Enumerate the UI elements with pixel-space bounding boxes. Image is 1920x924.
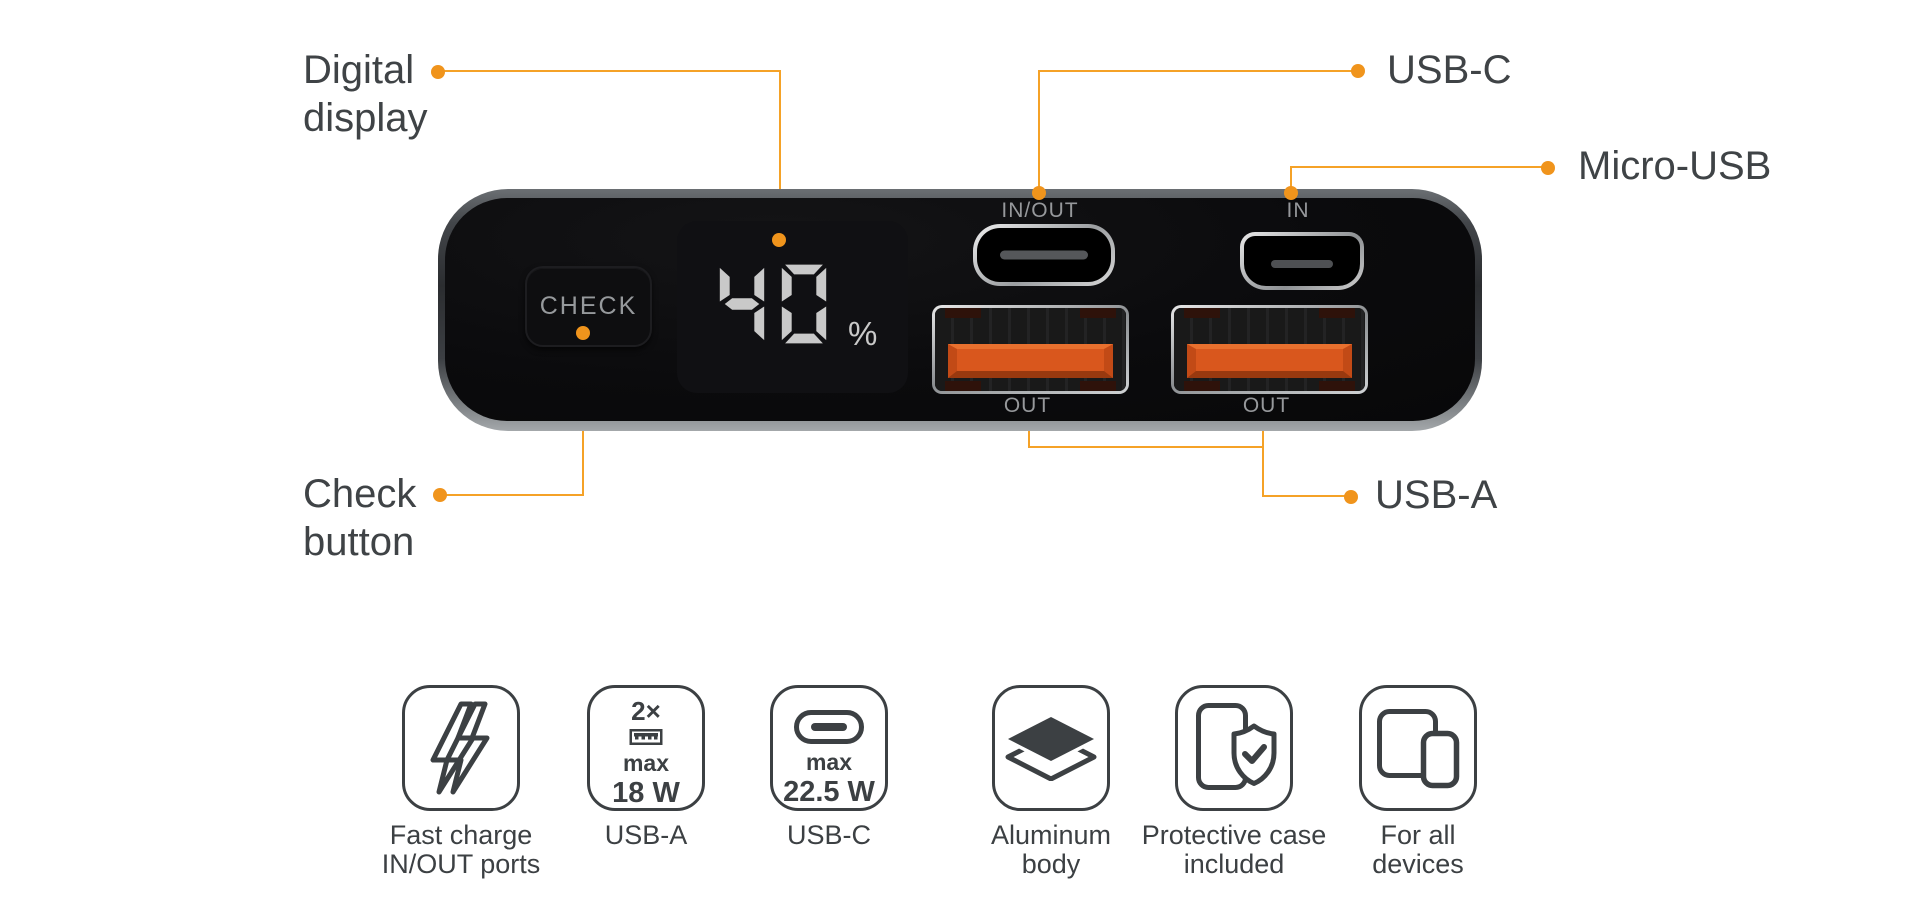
usb-c-slot — [1000, 250, 1088, 260]
feature-label: Aluminum body — [990, 820, 1112, 879]
callout-line-micro-usb-h — [1291, 166, 1548, 168]
callout-dot — [1541, 161, 1555, 175]
usb-a-contact — [945, 308, 981, 318]
feature-box — [1359, 685, 1477, 811]
max-watts: 22.5 W — [783, 776, 875, 808]
usb-a-tongue — [948, 344, 1113, 378]
callout-label-usb-a: USB-A — [1375, 473, 1498, 517]
feature-usb-c: max 22.5 W USB-C — [719, 685, 939, 850]
callout-dot — [1284, 186, 1298, 200]
callout-label-usb-c: USB-C — [1387, 48, 1512, 92]
usb-a-port-2-label: OUT — [1242, 394, 1291, 417]
callout-line-digital-display-v — [779, 70, 781, 240]
callout-dot — [1351, 64, 1365, 78]
callout-line-1: Digital — [303, 48, 415, 92]
feature-box: 2× max 18 W — [587, 685, 705, 811]
feature-box — [1175, 685, 1293, 811]
usb-c-port-label: IN/OUT — [1001, 199, 1079, 222]
callout-label-digital-display: Digital display — [303, 46, 428, 142]
max-watts: 18 W — [612, 777, 680, 809]
feature-protective-case: Protective case included — [1124, 685, 1344, 879]
feature-box — [992, 685, 1110, 811]
shield-check-phone-icon — [1196, 703, 1277, 790]
feature-for-all-devices: For all devices — [1308, 685, 1528, 879]
feature-usb-a: 2× max 18 W USB-A — [536, 685, 756, 850]
layers-icon — [1005, 715, 1097, 781]
usb-a-contact — [1319, 381, 1355, 391]
usb-a-port-1-label: OUT — [1003, 394, 1052, 417]
powerbank-device: CHECK % IN/OUT IN OUT — [438, 189, 1482, 431]
callout-label-check-button: Check button — [303, 472, 417, 564]
callout-line-digital-display-h — [440, 70, 781, 72]
powerbank-body: CHECK % IN/OUT IN OUT — [445, 198, 1475, 421]
callout-dot — [431, 65, 445, 79]
feature-box — [402, 685, 520, 811]
usb-c-port — [973, 224, 1115, 286]
digital-display: % — [677, 221, 908, 393]
usb-c-connector-icon — [794, 710, 864, 744]
digital-display-digits — [719, 260, 827, 348]
feature-label: USB-C — [786, 820, 871, 850]
callout-dot — [1032, 186, 1046, 200]
usb-a-port-1 — [932, 305, 1129, 394]
usb-a-contact — [1184, 381, 1220, 391]
feature-label: USB-A — [604, 820, 688, 850]
callout-line-usb-a-v1 — [1028, 423, 1030, 448]
micro-usb-port — [1240, 232, 1364, 290]
micro-usb-port-label: IN — [1286, 199, 1310, 222]
lightning-icon — [430, 701, 490, 795]
callout-line-2: display — [303, 96, 428, 140]
callout-line-micro-usb-v — [1290, 166, 1292, 193]
callout-label-micro-usb: Micro-USB — [1578, 144, 1772, 188]
feature-fast-charge: Fast charge IN/OUT ports — [351, 685, 571, 879]
feature-label: Protective case included — [1141, 820, 1327, 879]
usb-a-contact — [1080, 381, 1116, 391]
feature-aluminum-body: Aluminum body — [941, 685, 1161, 879]
callout-line-usb-c-h — [1040, 70, 1358, 72]
usb-a-connector-icon — [629, 729, 663, 745]
callout-line-usb-a-h1 — [1028, 446, 1264, 448]
usb-a-tongue — [1187, 344, 1352, 378]
callout-dot — [772, 233, 786, 247]
percent-sign: % — [848, 315, 878, 352]
check-button-label: CHECK — [539, 292, 638, 320]
callout-dot — [1344, 490, 1358, 504]
callout-line-usb-c-v — [1038, 70, 1040, 193]
callout-line-usb-a-h2 — [1262, 495, 1351, 497]
usb-a-count: 2× — [631, 696, 661, 726]
usb-a-contact — [945, 381, 981, 391]
callout-line-check-h — [440, 494, 584, 496]
callout-dot — [576, 326, 590, 340]
feature-label: For all devices — [1372, 820, 1464, 879]
usb-a-port-2 — [1171, 305, 1368, 394]
max-label: max — [622, 750, 670, 776]
callout-dot — [433, 488, 447, 502]
devices-icon — [1377, 709, 1460, 789]
feature-label: Fast charge IN/OUT ports — [381, 820, 541, 879]
max-label: max — [805, 749, 853, 775]
micro-usb-slot — [1271, 260, 1333, 268]
usb-a-contact — [1319, 308, 1355, 318]
callout-line-usb-a-v2 — [1262, 423, 1264, 497]
feature-box: max 22.5 W — [770, 685, 888, 811]
usb-a-contact — [1184, 308, 1220, 318]
usb-a-contact — [1080, 308, 1116, 318]
